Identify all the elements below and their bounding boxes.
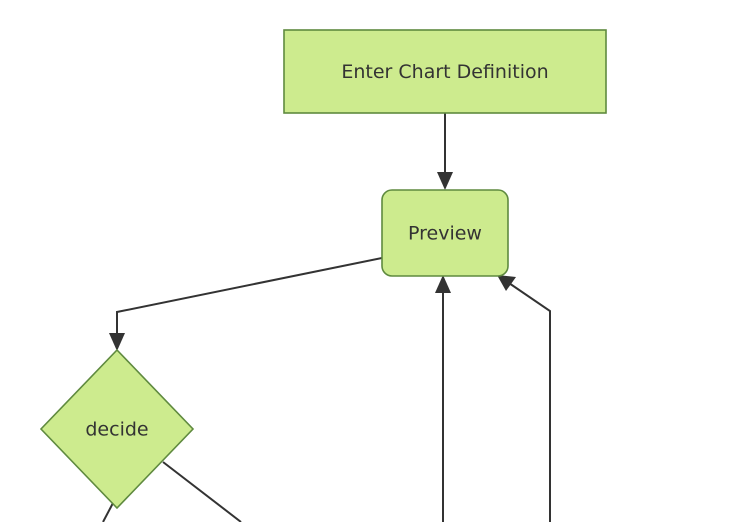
node-enter-chart-definition[interactable]: Enter Chart Definition <box>283 29 607 114</box>
edge-decide-bottom-right-line <box>162 461 242 522</box>
arrowhead-icon <box>497 275 516 291</box>
arrowhead-icon <box>437 172 453 190</box>
node-enter-chart-definition-label: Enter Chart Definition <box>341 61 548 83</box>
arrowhead-icon <box>435 275 451 293</box>
edge-bottom-right-to-preview[interactable] <box>497 275 551 522</box>
node-decide-label: decide <box>85 419 148 441</box>
arrowhead-icon <box>109 333 125 351</box>
edge-decide-bottom-left-line <box>102 502 114 522</box>
node-preview-shape <box>381 189 509 277</box>
node-preview[interactable]: Preview <box>381 189 509 277</box>
edge-preview-to-decide[interactable] <box>109 257 383 351</box>
edge-enter-to-preview[interactable] <box>437 113 453 190</box>
node-preview-label: Preview <box>408 223 482 245</box>
node-decide-shape <box>39 348 195 510</box>
edge-bottom-center-to-preview[interactable] <box>435 275 451 522</box>
edge-preview-to-decide-line <box>116 257 383 342</box>
node-enter-chart-definition-shape <box>283 29 607 114</box>
edge-layer <box>102 113 551 522</box>
node-decide[interactable]: decide <box>39 348 195 510</box>
node-layer: Enter Chart Definition Preview decide <box>39 29 607 510</box>
edge-bottom-right-to-preview-line <box>505 280 551 522</box>
edge-decide-bottom-left[interactable] <box>102 502 114 522</box>
edge-decide-bottom-right[interactable] <box>162 461 242 522</box>
